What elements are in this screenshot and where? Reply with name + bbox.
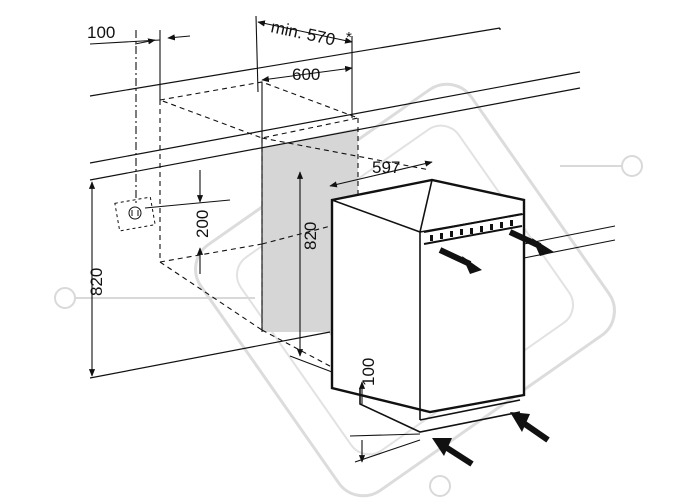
dim-appliance-height-label: 820 [301,222,320,250]
dim-niche-width-label: 600 [292,65,320,84]
right-edge-lines [523,225,616,259]
power-socket [114,196,156,232]
airflow-in-arrow-bottom [442,443,474,467]
airflow-in-arrow-side [520,419,550,443]
dimension-lines [88,15,433,463]
ventilation-grille [423,213,523,245]
dim-appliance-width-label: 597 [372,158,400,177]
airflow-arrowheads [432,238,554,456]
dim-depth-min-label: min. 570 [269,17,337,49]
dim-plinth-height-label: 100 [359,358,378,386]
dim-depth-min-marker: * [346,29,352,46]
grille-slots [430,220,513,241]
countertop-lines [89,27,581,379]
dim-socket-height-label: 200 [193,210,212,238]
dim-socket-offset-label: 100 [87,23,115,42]
appliance-details [331,179,525,433]
dim-niche-height-label: 820 [87,268,106,296]
